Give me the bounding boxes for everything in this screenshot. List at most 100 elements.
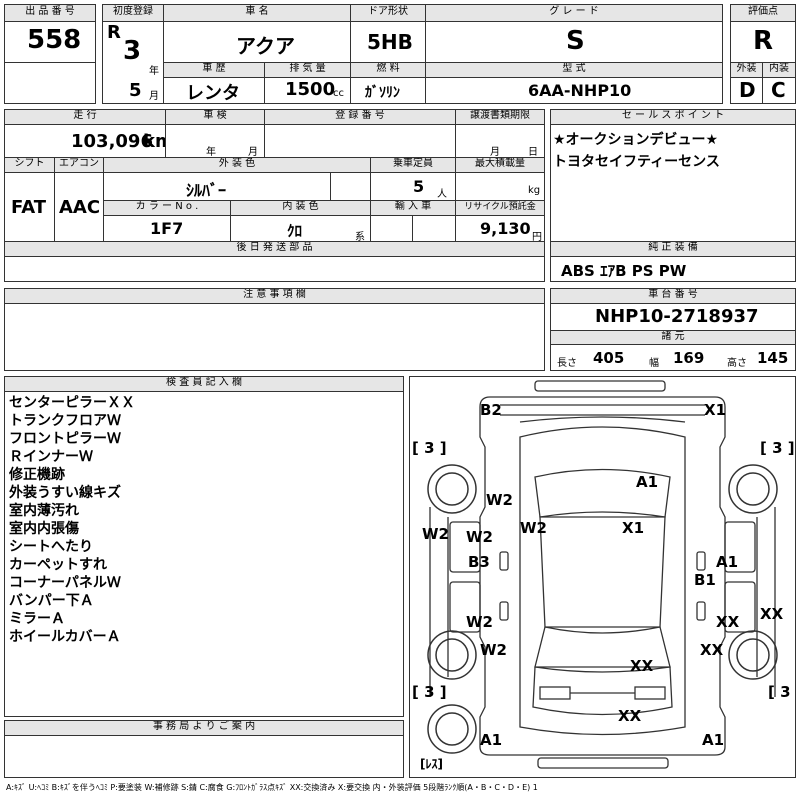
mileage-cell: 103,096 km [4,124,166,158]
damage-mark: W2 [466,613,493,631]
color-no-label: カ ラ ー N o . [103,200,231,216]
int-color-cell: ｸﾛ 系 [230,215,371,242]
car-name: アクア [236,34,295,58]
fuel: ｶﾞｿﾘﾝ [365,85,400,101]
capacity: 5 [413,177,425,196]
inspector-line: フロントピラーＷ [9,431,121,447]
inspection-label: 車 検 [165,109,265,125]
reg-number-label: 登 録 番 号 [264,109,456,125]
tire-bracket: [ 3 ] [760,439,795,457]
damage-mark: XX [700,641,724,659]
history: レンタ [186,83,240,104]
interior-grade: C [771,78,786,102]
inspector-line: 室内内張傷 [9,521,79,537]
aircon-cell: AAC [54,172,104,242]
spare-label: [ﾚｽ] [420,757,443,771]
car-name-label: 車 名 [163,4,351,22]
reg-number-cell [264,124,456,158]
damage-mark: W2 [466,528,493,546]
lot-label: 出 品 番 号 [4,4,96,22]
score: R [753,26,774,56]
era: R [107,22,121,43]
ext-color-label: 外 装 色 [103,157,371,173]
inspector-line: センターピラーＸＸ [9,395,135,411]
fuel-label: 燃 料 [350,62,426,78]
shift-label: シフト [4,157,55,173]
exterior-grade: D [739,78,756,102]
transfer-day-unit: 日 [528,147,538,158]
import-cell-a [370,215,413,242]
inspector-line: シートへたり [9,539,93,555]
inspection-cell: 年 月 [165,124,265,158]
damage-mark: X1 [704,401,727,419]
length: 405 [593,349,625,367]
displacement-cell: 1500 cc [264,77,351,104]
interior-grade-cell: C [762,77,796,104]
displacement: 1500 [285,79,336,100]
equipment: ABS ｴｱB PS PW [561,262,687,280]
width-label: 幅 [649,358,659,369]
first-reg-label: 初度登録 [102,4,164,22]
damage-mark: W2 [480,641,507,659]
notes-cell [4,303,545,371]
history-label: 車 歴 [163,62,265,78]
inspector-line: ミラーＡ [9,611,65,627]
sales-points-cell: ★オークションデビュー★ トヨタセイフティーセンス [550,124,796,242]
year-unit: 年 [149,66,159,77]
sales-point-line-1: ★オークションデビュー★ [553,132,719,148]
recycle: 9,130 [480,219,531,238]
damage-mark: W2 [520,519,547,537]
mileage: 103,096 [71,131,153,152]
dimensions-cell: 長さ 405 幅 169 高さ 145 [550,344,796,371]
mileage-unit: km [143,131,165,152]
inspector-line: コーナーパネルＷ [9,575,121,591]
max-load-label: 最大積載量 [455,157,545,173]
max-load-unit: kg [528,185,541,196]
interior-grade-label: 内装 [762,62,796,78]
tire-bracket: [ 3 ] [768,683,795,701]
office-label: 事 務 局 よ り ご 案 内 [4,720,404,736]
recycle-label: リサイクル預託金 [455,200,545,216]
transfer-deadline-cell: 月 日 [455,124,545,158]
damage-mark: XX [630,657,654,675]
lot-number-cell: 558 [4,21,96,63]
chassis-label: 車 台 番 号 [550,288,796,304]
grade: S [566,26,585,56]
exterior-grade-cell: D [730,77,763,104]
model: 6AA-NHP10 [528,81,632,100]
recycle-cell: 9,130 円 [455,215,545,242]
inspector-line: バンパー下Ａ [9,593,94,609]
damage-mark: W2 [422,525,449,543]
dimensions-label: 諸 元 [550,330,796,345]
damage-mark: XX [760,605,784,623]
score-cell: R [730,21,796,63]
color-no: 1F7 [150,219,184,238]
car-diagram: B2 X1 A1 W2 W2 X1 W2 W2 B3 A1 B1 W2 XX X… [409,376,796,778]
height: 145 [757,349,789,367]
door-label: ドア形状 [350,4,426,22]
reg-month: 5 [129,80,142,101]
model-label: 型 式 [425,62,723,78]
model-cell: 6AA-NHP10 [425,77,723,104]
notes-label: 注 意 事 項 欄 [4,288,545,304]
shift: FAT [11,197,47,218]
car-name-cell: アクア [163,21,351,63]
chassis-number: NHP10-2718937 [595,306,759,327]
later-parts-label: 後 日 発 送 部 品 [4,241,545,257]
length-label: 長さ [557,358,577,369]
month-unit: 月 [149,91,159,102]
damage-mark: XX [618,707,642,725]
damage-mark: A1 [702,731,725,749]
width: 169 [673,349,705,367]
recycle-unit: 円 [532,232,542,242]
door-type: 5HB [367,30,413,54]
int-color-unit: 系 [355,232,365,242]
damage-mark: A1 [636,473,659,491]
inspector-line: ＲインナーＷ [9,449,93,465]
first-reg-cell: R 3 年 5 月 [102,21,164,104]
inspection-month-unit: 月 [248,147,258,158]
damage-mark: XX [716,613,740,631]
grade-cell: S [425,21,723,63]
inspector-line: カーペットすれ [9,557,107,573]
sales-point-line-2: トヨタセイフティーセンス [553,154,720,170]
